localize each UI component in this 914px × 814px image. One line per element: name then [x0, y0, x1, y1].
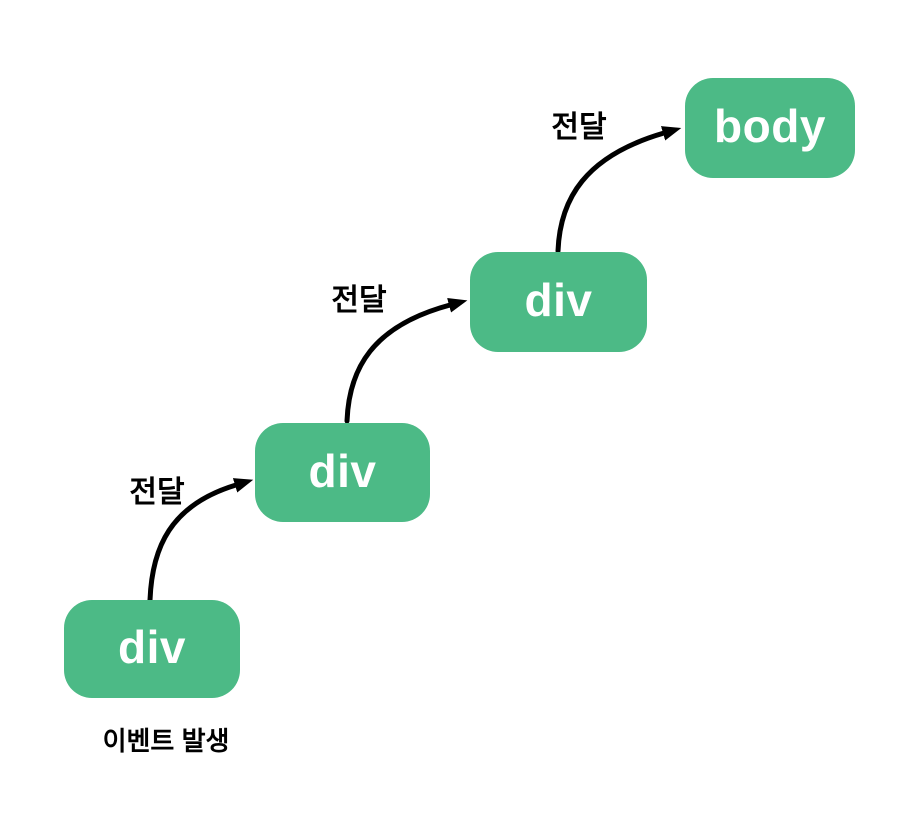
arrow-propagation-3 — [555, 126, 682, 254]
node-div-3-label: div — [524, 274, 593, 326]
node-div-1: div — [64, 600, 240, 698]
node-body-label: body — [714, 100, 826, 152]
event-origin-caption: 이벤트 발생 — [102, 726, 230, 756]
edge-label-propagation-1: 전달 — [129, 476, 185, 509]
node-div-2-label: div — [308, 444, 377, 497]
node-div-1-label: div — [118, 621, 186, 673]
edge-label-propagation-2: 전달 — [331, 284, 387, 317]
node-div-2: div — [255, 423, 430, 522]
arrow-propagation-2 — [344, 298, 468, 424]
edge-label-propagation-3: 전달 — [551, 111, 607, 144]
node-div-3: div — [470, 252, 647, 352]
node-body: body — [685, 78, 855, 178]
